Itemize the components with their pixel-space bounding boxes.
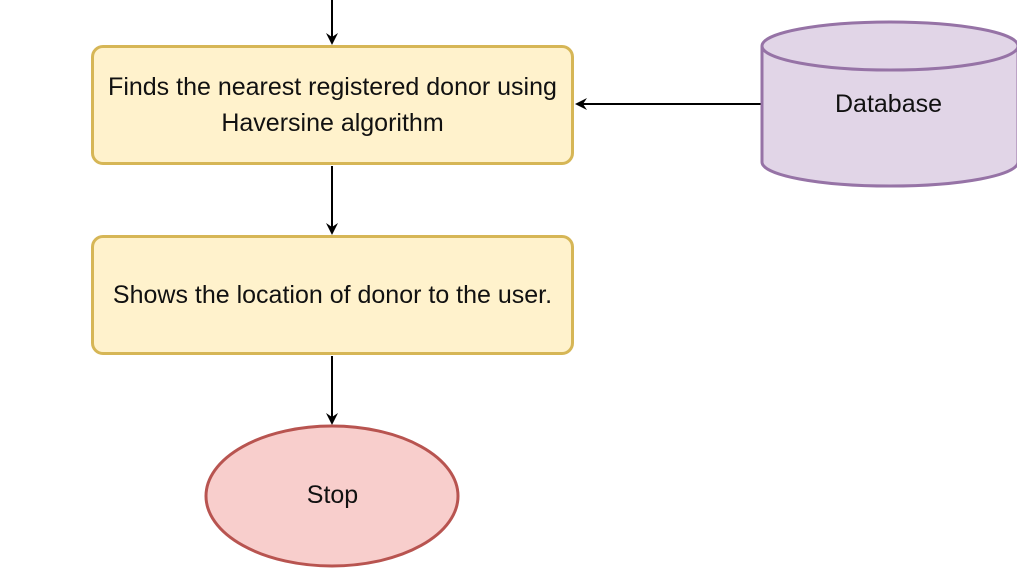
process-show-donor-location: Shows the location of donor to the user. [91, 235, 574, 355]
stop-label: Stop [306, 480, 359, 509]
database-cylinder [760, 20, 1017, 188]
process-find-label: Finds the nearest registered donor using… [108, 73, 557, 137]
process-show-label: Shows the location of donor to the user. [112, 281, 553, 309]
database-label: Database [834, 89, 943, 118]
stop-terminal [204, 424, 460, 568]
process-find-nearest-donor: Finds the nearest registered donor using… [91, 45, 574, 165]
